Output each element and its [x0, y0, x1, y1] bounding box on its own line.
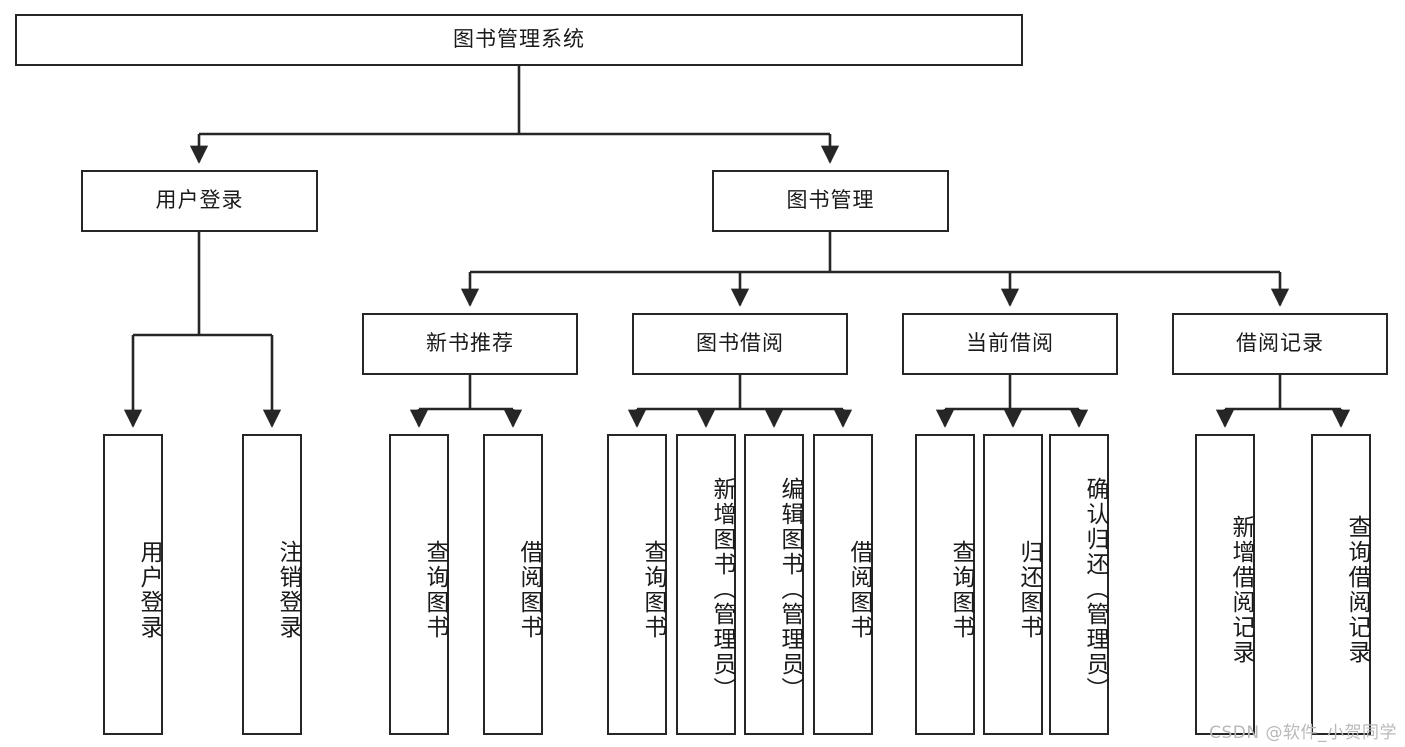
leaf-book-borrow-3-label: 编辑图书（管理员） — [777, 477, 803, 702]
leaf-borrow-record-1-label: 新增借阅记录 — [1228, 514, 1254, 665]
leaf-new-book-1-label: 查询图书 — [422, 539, 448, 640]
leaf-new-book-2-label: 借阅图书 — [516, 539, 542, 640]
node-current-borrow-label: 当前借阅 — [966, 331, 1054, 356]
leaf-book-borrow-2-label: 新增图书（管理员） — [709, 477, 735, 702]
leaf-current-borrow-2-label: 归还图书 — [1016, 539, 1042, 640]
node-book-borrow-label: 图书借阅 — [696, 331, 784, 356]
leaf-current-borrow-1-label: 查询图书 — [948, 539, 974, 640]
node-book-management[interactable]: 图书管理 — [712, 170, 949, 232]
node-new-book-recommend-label: 新书推荐 — [426, 331, 514, 356]
leaf-current-borrow-2[interactable]: 归还图书 — [983, 434, 1043, 735]
leaf-book-borrow-3[interactable]: 编辑图书（管理员） — [744, 434, 804, 735]
leaf-book-borrow-1-label: 查询图书 — [640, 539, 666, 640]
leaf-user-login-2-label: 注销登录 — [275, 539, 301, 640]
node-user-login-label: 用户登录 — [155, 188, 244, 213]
leaf-new-book-2[interactable]: 借阅图书 — [483, 434, 543, 735]
leaf-user-login-1[interactable]: 用户登录 — [103, 434, 163, 735]
leaf-current-borrow-1[interactable]: 查询图书 — [915, 434, 975, 735]
node-book-management-label: 图书管理 — [786, 188, 875, 213]
node-current-borrow[interactable]: 当前借阅 — [902, 313, 1118, 375]
leaf-current-borrow-3-label: 确认归还（管理员） — [1082, 477, 1108, 702]
leaf-book-borrow-2[interactable]: 新增图书（管理员） — [676, 434, 736, 735]
leaf-current-borrow-3[interactable]: 确认归还（管理员） — [1049, 434, 1109, 735]
leaf-book-borrow-4[interactable]: 借阅图书 — [813, 434, 873, 735]
leaf-book-borrow-1[interactable]: 查询图书 — [607, 434, 667, 735]
leaf-new-book-1[interactable]: 查询图书 — [389, 434, 449, 735]
leaf-book-borrow-4-label: 借阅图书 — [846, 539, 872, 640]
leaf-user-login-1-label: 用户登录 — [136, 539, 162, 640]
node-user-login[interactable]: 用户登录 — [81, 170, 318, 232]
node-root[interactable]: 图书管理系统 — [15, 14, 1023, 66]
node-root-label: 图书管理系统 — [453, 27, 585, 52]
node-borrow-record-label: 借阅记录 — [1236, 331, 1324, 356]
watermark: CSDN @软件_小贺同学 — [1209, 723, 1397, 743]
leaf-borrow-record-2-label: 查询借阅记录 — [1344, 514, 1370, 665]
leaf-borrow-record-2[interactable]: 查询借阅记录 — [1311, 434, 1371, 735]
node-borrow-record[interactable]: 借阅记录 — [1172, 313, 1388, 375]
node-new-book-recommend[interactable]: 新书推荐 — [362, 313, 578, 375]
leaf-user-login-2[interactable]: 注销登录 — [242, 434, 302, 735]
node-book-borrow[interactable]: 图书借阅 — [632, 313, 848, 375]
leaf-borrow-record-1[interactable]: 新增借阅记录 — [1195, 434, 1255, 735]
